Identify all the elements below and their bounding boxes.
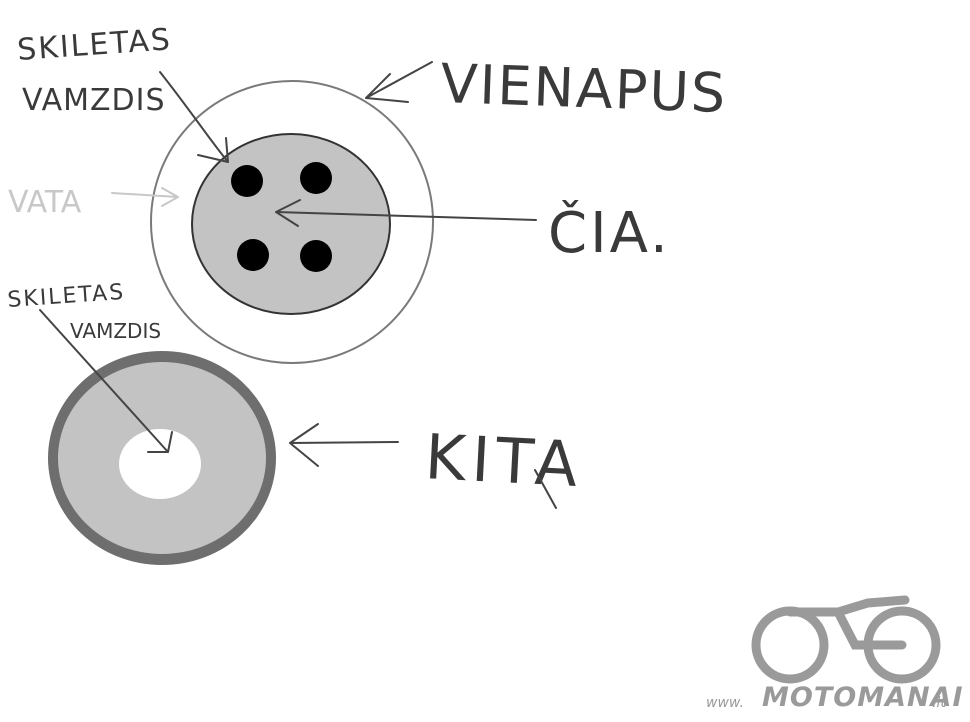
label-cotton: VATA (8, 185, 82, 220)
arrow-other (289, 423, 399, 467)
label-top-pipe-line2: VAMZDIS (22, 83, 166, 118)
other-tail-stroke (534, 469, 557, 509)
arrow-here (275, 199, 537, 227)
perforation-hole (237, 239, 269, 271)
label-top-pipe-line1: SKILETAS (16, 22, 173, 68)
bottom-cross-section (48, 351, 276, 565)
watermark: www. MOTOMANAI .lt (706, 595, 964, 713)
arrow-bottom-pipe (39, 309, 173, 453)
label-bottom-pipe-line2: VAMZDIS (70, 319, 161, 343)
label-here: ČIA. (548, 201, 671, 266)
label-other: KITA (423, 420, 585, 501)
arrow-one-side (365, 61, 433, 103)
center-pipe (119, 429, 201, 499)
label-one-side: VIENAPUS (440, 52, 729, 125)
watermark-text: MOTOMANAI (762, 682, 964, 713)
arrow-cotton (111, 187, 179, 207)
motorcycle-icon (751, 595, 941, 684)
perforation-hole (300, 240, 332, 272)
label-bottom-pipe-line1: SKILETAS (7, 280, 126, 313)
watermark-suffix: .lt (932, 695, 946, 711)
perforation-hole (231, 165, 263, 197)
arrow-top-pipe (159, 71, 229, 163)
watermark-prefix: www. (706, 695, 744, 711)
perforation-hole (300, 162, 332, 194)
